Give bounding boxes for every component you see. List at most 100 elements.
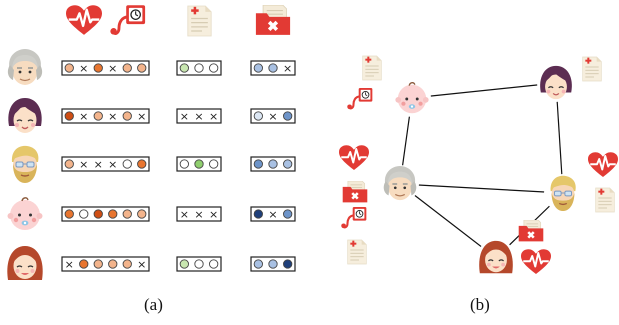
panel-b-caption: (b)	[470, 295, 490, 314]
panel-a-header	[66, 4, 291, 37]
heart-rate-icon	[66, 5, 102, 36]
medical-record-icon	[582, 56, 602, 82]
patient-rows: ×××××××××××××××××××	[6, 48, 296, 281]
graph-node-red-hair	[477, 220, 551, 277]
missing-value-mark: ×	[283, 62, 292, 75]
value-dot	[108, 259, 118, 269]
graph-edge	[399, 183, 564, 194]
value-dot	[122, 259, 132, 269]
panel-a-caption: (a)	[144, 295, 163, 314]
value-dot	[268, 63, 278, 73]
feature-box-group3	[250, 156, 296, 172]
missing-value-mark: ×	[209, 208, 218, 221]
value-dot	[122, 111, 132, 121]
value-dot	[209, 259, 219, 269]
missing-value-mark: ×	[137, 110, 146, 123]
value-dot	[79, 209, 89, 219]
medical-folder-icon	[342, 181, 368, 203]
value-dot	[209, 159, 219, 169]
graph-node-grandpa	[339, 145, 419, 265]
value-dot	[93, 209, 103, 219]
feature-box-group3: ×	[250, 60, 296, 76]
medical-folder-icon	[255, 5, 291, 36]
medical-folder-icon	[518, 220, 544, 242]
graph-nodes	[339, 55, 618, 277]
red-hair-woman-avatar-icon	[6, 245, 44, 281]
missing-value-mark: ×	[209, 110, 218, 123]
heart-rate-icon	[521, 249, 551, 275]
graph-node-woman-purple	[537, 56, 602, 102]
value-dot	[137, 159, 147, 169]
feature-box-group2: × × ×	[176, 206, 222, 222]
value-dot	[79, 259, 89, 269]
value-dot	[194, 63, 204, 73]
grandpa-avatar-icon	[7, 48, 43, 86]
value-dot	[122, 209, 132, 219]
feature-box-group2	[176, 60, 222, 76]
patient-row: × × × ×	[6, 197, 296, 231]
value-dot	[194, 159, 204, 169]
value-dot	[179, 159, 189, 169]
missing-value-mark: ×	[79, 110, 88, 123]
graph-edge	[399, 183, 497, 259]
heart-rate-icon	[588, 152, 618, 178]
heart-rate-icon	[339, 145, 369, 171]
patient-row: ×××××××	[7, 97, 296, 134]
value-dot	[64, 63, 74, 73]
graph-node-bearded	[544, 152, 618, 213]
patient-row: ××	[6, 245, 296, 281]
value-dot	[108, 209, 118, 219]
value-dot	[253, 259, 263, 269]
missing-value-mark: ×	[194, 208, 203, 221]
value-dot	[93, 111, 103, 121]
value-dot	[64, 159, 74, 169]
graph-edge	[411, 82, 557, 99]
value-dot	[253, 111, 263, 121]
value-dot	[268, 159, 278, 169]
feature-box-group1: ×××	[61, 108, 150, 124]
value-dot	[209, 63, 219, 73]
value-dot	[283, 159, 293, 169]
value-dot	[93, 259, 103, 269]
value-dot	[179, 63, 189, 73]
bearded-man-avatar-icon	[11, 145, 40, 184]
value-dot	[194, 259, 204, 269]
value-dot	[283, 111, 293, 121]
medical-record-icon	[187, 5, 212, 37]
feature-box-group3	[250, 256, 296, 272]
value-dot	[93, 63, 103, 73]
missing-value-mark: ×	[79, 62, 88, 75]
missing-value-mark: ×	[194, 110, 203, 123]
value-dot	[64, 209, 74, 219]
feature-box-group1: ×××	[61, 156, 150, 172]
patient-row: ×××	[7, 48, 296, 86]
woman-purple-hair-avatar-icon	[7, 97, 43, 134]
missing-value-mark: ×	[180, 208, 189, 221]
value-dot	[268, 259, 278, 269]
value-dot	[179, 259, 189, 269]
feature-box-group1: ××	[61, 256, 150, 272]
feature-box-group1: ××	[61, 60, 150, 76]
feature-box-group2	[176, 256, 222, 272]
value-dot	[137, 209, 147, 219]
value-dot	[64, 111, 74, 121]
missing-value-mark: ×	[180, 110, 189, 123]
value-dot	[253, 63, 263, 73]
blood-pressure-monitor-icon	[347, 87, 373, 111]
value-dot	[253, 159, 263, 169]
value-dot	[137, 63, 147, 73]
value-dot	[122, 63, 132, 73]
feature-box-group3: ×	[250, 108, 296, 124]
medical-record-icon	[595, 187, 615, 213]
feature-box-group2: × × ×	[176, 108, 222, 124]
missing-value-mark: ×	[108, 62, 117, 75]
value-dot	[283, 259, 293, 269]
graph-node-baby	[347, 55, 431, 117]
feature-box-group1	[61, 206, 150, 222]
feature-box-group2	[176, 156, 222, 172]
feature-box-group3: ×	[250, 206, 296, 222]
missing-value-mark: ×	[108, 158, 117, 171]
medical-record-icon	[347, 239, 367, 265]
blood-pressure-monitor-icon	[110, 4, 146, 37]
